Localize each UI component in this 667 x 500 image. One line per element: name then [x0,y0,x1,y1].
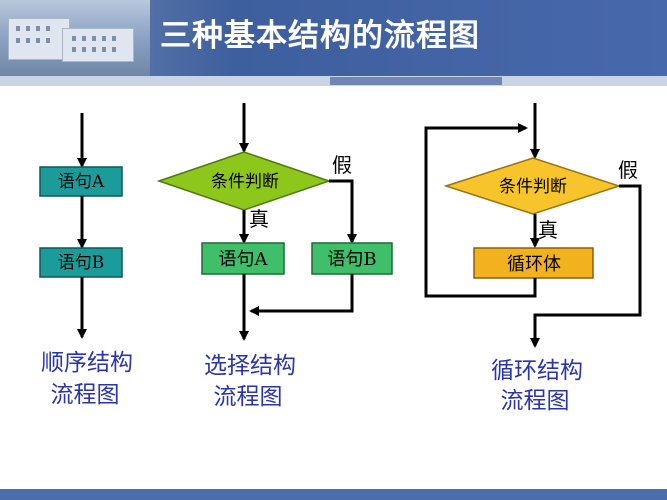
selection-structure: 条件判断 真 假 语句A 语句B 选择结构 流程图 [156,103,393,410]
sequence-structure: 语句A 语句B 顺序结构 流程图 [39,113,133,408]
seq-box-b-label: 语句B [58,253,105,273]
sel-true-label: 真 [249,207,269,231]
loop-body-label: 循环体 [507,254,561,275]
sel-false-label: 假 [332,153,352,177]
loop-true-label: 真 [538,218,558,242]
loop-caption-line2: 流程图 [501,388,570,414]
seq-box-a-label: 语句A [58,172,105,192]
loop-exit-arrow [530,184,642,348]
campus-building-image [0,0,150,76]
sel-caption-line2: 流程图 [214,384,283,410]
loop-structure: 条件判断 真 假 循环体 循环结构 流程图 [424,103,642,414]
slide-title: 三种基本结构的流程图 [160,18,480,54]
header-stripe-accent [330,77,502,85]
sel-box-b [311,242,393,275]
building-shape [62,28,134,62]
sel-box-a-label: 语句A [219,249,269,270]
seq-caption-line1: 顺序结构 [41,350,133,376]
sel-caption-line1: 选择结构 [204,353,296,379]
slide-header: 三种基本结构的流程图 [0,0,667,88]
loop-condition-label: 条件判断 [499,177,567,197]
sel-box-b-label: 语句B [327,249,376,270]
sel-condition-label: 条件判断 [211,172,279,192]
loop-caption-line1: 循环结构 [491,358,583,384]
sel-arrow-merge [249,274,354,316]
sel-arrow-false [329,179,357,244]
footer-bar [0,489,667,500]
seq-caption-line2: 流程图 [51,382,120,408]
loop-body-box [473,247,594,279]
loop-false-label: 假 [618,158,638,182]
loop-back-arrow [424,123,537,298]
